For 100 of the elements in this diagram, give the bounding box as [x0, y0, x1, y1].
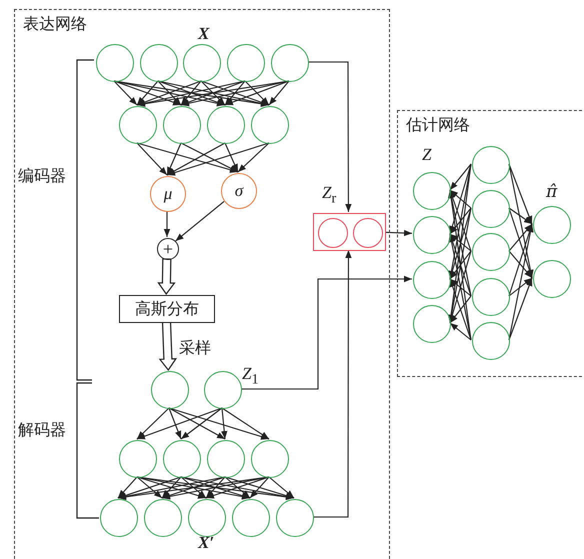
neuron-circle	[251, 440, 289, 478]
process-box: 高斯分布	[119, 295, 215, 323]
arrow	[136, 407, 222, 440]
math-label: X′	[198, 533, 214, 553]
arrow	[164, 211, 170, 237]
arrow	[448, 190, 472, 340]
arrow	[136, 142, 168, 176]
side-label: 编码器	[18, 166, 66, 187]
arrow	[450, 322, 472, 340]
side-label: 解码器	[18, 421, 66, 441]
arrow	[114, 80, 138, 106]
neuron-circle	[227, 44, 265, 82]
dashed-region	[397, 110, 584, 377]
arrow	[450, 278, 472, 296]
arrow	[180, 80, 246, 106]
neuron-circle	[100, 499, 138, 537]
arrow	[508, 278, 532, 296]
arrow	[206, 476, 270, 499]
neuron-circle	[251, 106, 289, 144]
arrow	[168, 408, 182, 440]
neuron-circle	[472, 278, 510, 316]
layer-box	[313, 213, 386, 251]
arrow	[180, 142, 238, 172]
arrow	[136, 476, 162, 498]
hollow-arrow	[158, 321, 178, 372]
arrow	[175, 200, 224, 242]
neuron-circle	[413, 172, 451, 210]
neuron-circle	[318, 218, 348, 248]
arrow	[268, 80, 290, 106]
neuron-circle	[276, 499, 314, 537]
neuron-circle	[533, 260, 571, 298]
arrow	[450, 296, 472, 324]
arrow	[308, 61, 352, 212]
arrow	[224, 142, 238, 172]
arrow	[136, 476, 206, 499]
neuron-circle	[472, 146, 510, 184]
arrow	[118, 476, 138, 498]
neuron-circle	[413, 305, 451, 343]
arrow	[241, 276, 412, 390]
math-label: Z	[422, 145, 432, 165]
arrow	[200, 80, 226, 106]
arrow	[508, 224, 533, 296]
arrow	[180, 408, 222, 440]
arrow	[449, 234, 472, 296]
arrow	[224, 476, 250, 498]
arrow	[180, 476, 250, 499]
math-label: π̂	[546, 182, 558, 202]
symbol-circle: +	[157, 238, 179, 260]
arrow	[508, 208, 533, 278]
node-label: Z$_{r}$	[322, 183, 336, 208]
arrow	[448, 234, 472, 340]
neuron-circle	[119, 106, 157, 144]
arrow	[508, 250, 532, 278]
arrow	[313, 250, 352, 518]
arrow	[166, 142, 182, 176]
arrow	[136, 408, 170, 440]
neuron-circle	[232, 499, 270, 537]
dashed-region	[14, 9, 390, 559]
arrow	[180, 476, 294, 500]
arrow	[508, 208, 532, 224]
neuron-circle	[207, 440, 245, 478]
math-label: X	[198, 24, 210, 44]
neuron-circle	[472, 190, 510, 228]
arrow	[162, 476, 226, 499]
arrow	[206, 476, 226, 498]
arrow	[168, 407, 270, 440]
node-label: Z$_{1}$	[242, 364, 259, 388]
arrow	[224, 80, 290, 106]
arrow	[166, 142, 270, 176]
neuron-circle	[413, 216, 451, 254]
symbol-circle: σ	[221, 173, 257, 209]
arrow	[268, 476, 294, 498]
neuron-circle	[183, 44, 221, 82]
neuron-circle	[140, 44, 178, 82]
neuron-circle	[163, 106, 201, 144]
neuron-circle	[207, 106, 245, 144]
neuron-circle	[163, 440, 201, 478]
arrow	[158, 80, 270, 106]
neuron-circle	[96, 44, 134, 82]
arrow	[136, 80, 158, 106]
region-title: 表达网络	[23, 14, 87, 35]
arrow	[180, 476, 206, 498]
symbol-circle: μ	[150, 176, 186, 212]
arrow	[450, 234, 472, 252]
arrow	[118, 476, 182, 499]
neuron-circle	[271, 44, 309, 82]
region-title: 估计网络	[406, 116, 470, 136]
arrow	[158, 80, 182, 106]
arrow	[450, 208, 472, 234]
hollow-arrow	[157, 258, 176, 296]
arrow	[166, 142, 226, 176]
neuron-circle	[413, 261, 451, 299]
arrow	[384, 230, 412, 236]
arrow	[158, 80, 226, 106]
neuron-circle	[144, 499, 182, 537]
arrow	[450, 190, 472, 208]
arrow	[180, 80, 202, 106]
neuron-circle	[119, 440, 157, 478]
arrow	[508, 278, 533, 340]
arrow	[221, 408, 228, 440]
